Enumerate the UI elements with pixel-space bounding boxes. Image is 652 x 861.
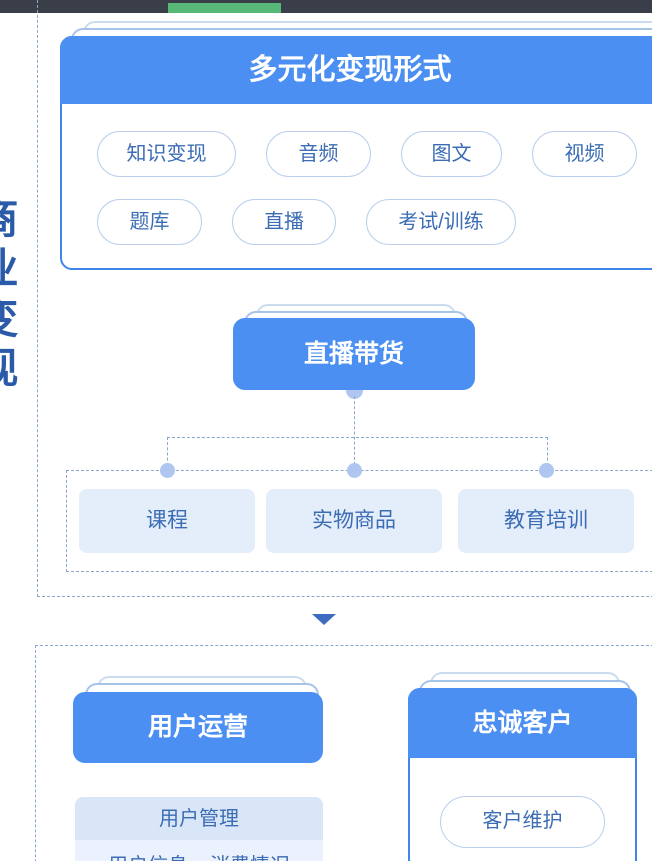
user-management-item: 消费情况 (210, 849, 290, 861)
live-commerce-node: 直播带货 (233, 318, 475, 390)
child-box-course: 课程 (79, 489, 255, 553)
top-bar (0, 0, 652, 13)
user-management-item: 用户信息 (108, 849, 188, 861)
connector-branch (167, 437, 548, 471)
user-management-items: 用户信息 消费情况 (75, 840, 323, 861)
down-arrow-icon (312, 614, 336, 625)
side-label: 商业变现 (0, 196, 18, 396)
progress-segment (168, 3, 281, 13)
monetization-pill: 图文 (401, 131, 502, 177)
child-box-education-training: 教育培训 (458, 489, 634, 553)
monetization-pill: 题库 (97, 199, 202, 245)
monetization-pill: 直播 (232, 199, 336, 245)
monetization-pill: 考试/训练 (366, 199, 516, 245)
user-management-title: 用户管理 (75, 797, 323, 840)
monetization-section-frame (37, 0, 652, 597)
monetization-pill: 视频 (532, 131, 637, 177)
customer-maintenance-pill: 客户维护 (440, 796, 605, 848)
monetization-title: 多元化变现形式 (60, 36, 652, 104)
user-management-box: 用户管理 用户信息 消费情况 (75, 797, 323, 861)
loyal-customer-card: 忠诚客户 客户维护 (408, 688, 637, 861)
monetization-pill-group: 知识变现音频图文视频 题库直播考试/训练 (62, 104, 652, 267)
monetization-pill: 知识变现 (97, 131, 236, 177)
loyal-customer-title: 忠诚客户 (408, 688, 637, 758)
connector-dot (347, 463, 362, 478)
monetization-pill: 音频 (266, 131, 371, 177)
connector-line-center (354, 396, 355, 470)
connector-dot (539, 463, 554, 478)
monetization-card: 多元化变现形式 知识变现音频图文视频 题库直播考试/训练 (60, 36, 652, 270)
connector-dot (160, 463, 175, 478)
user-section-frame (35, 645, 652, 861)
child-box-physical-goods: 实物商品 (266, 489, 442, 553)
user-operation-node: 用户运营 (73, 692, 323, 763)
